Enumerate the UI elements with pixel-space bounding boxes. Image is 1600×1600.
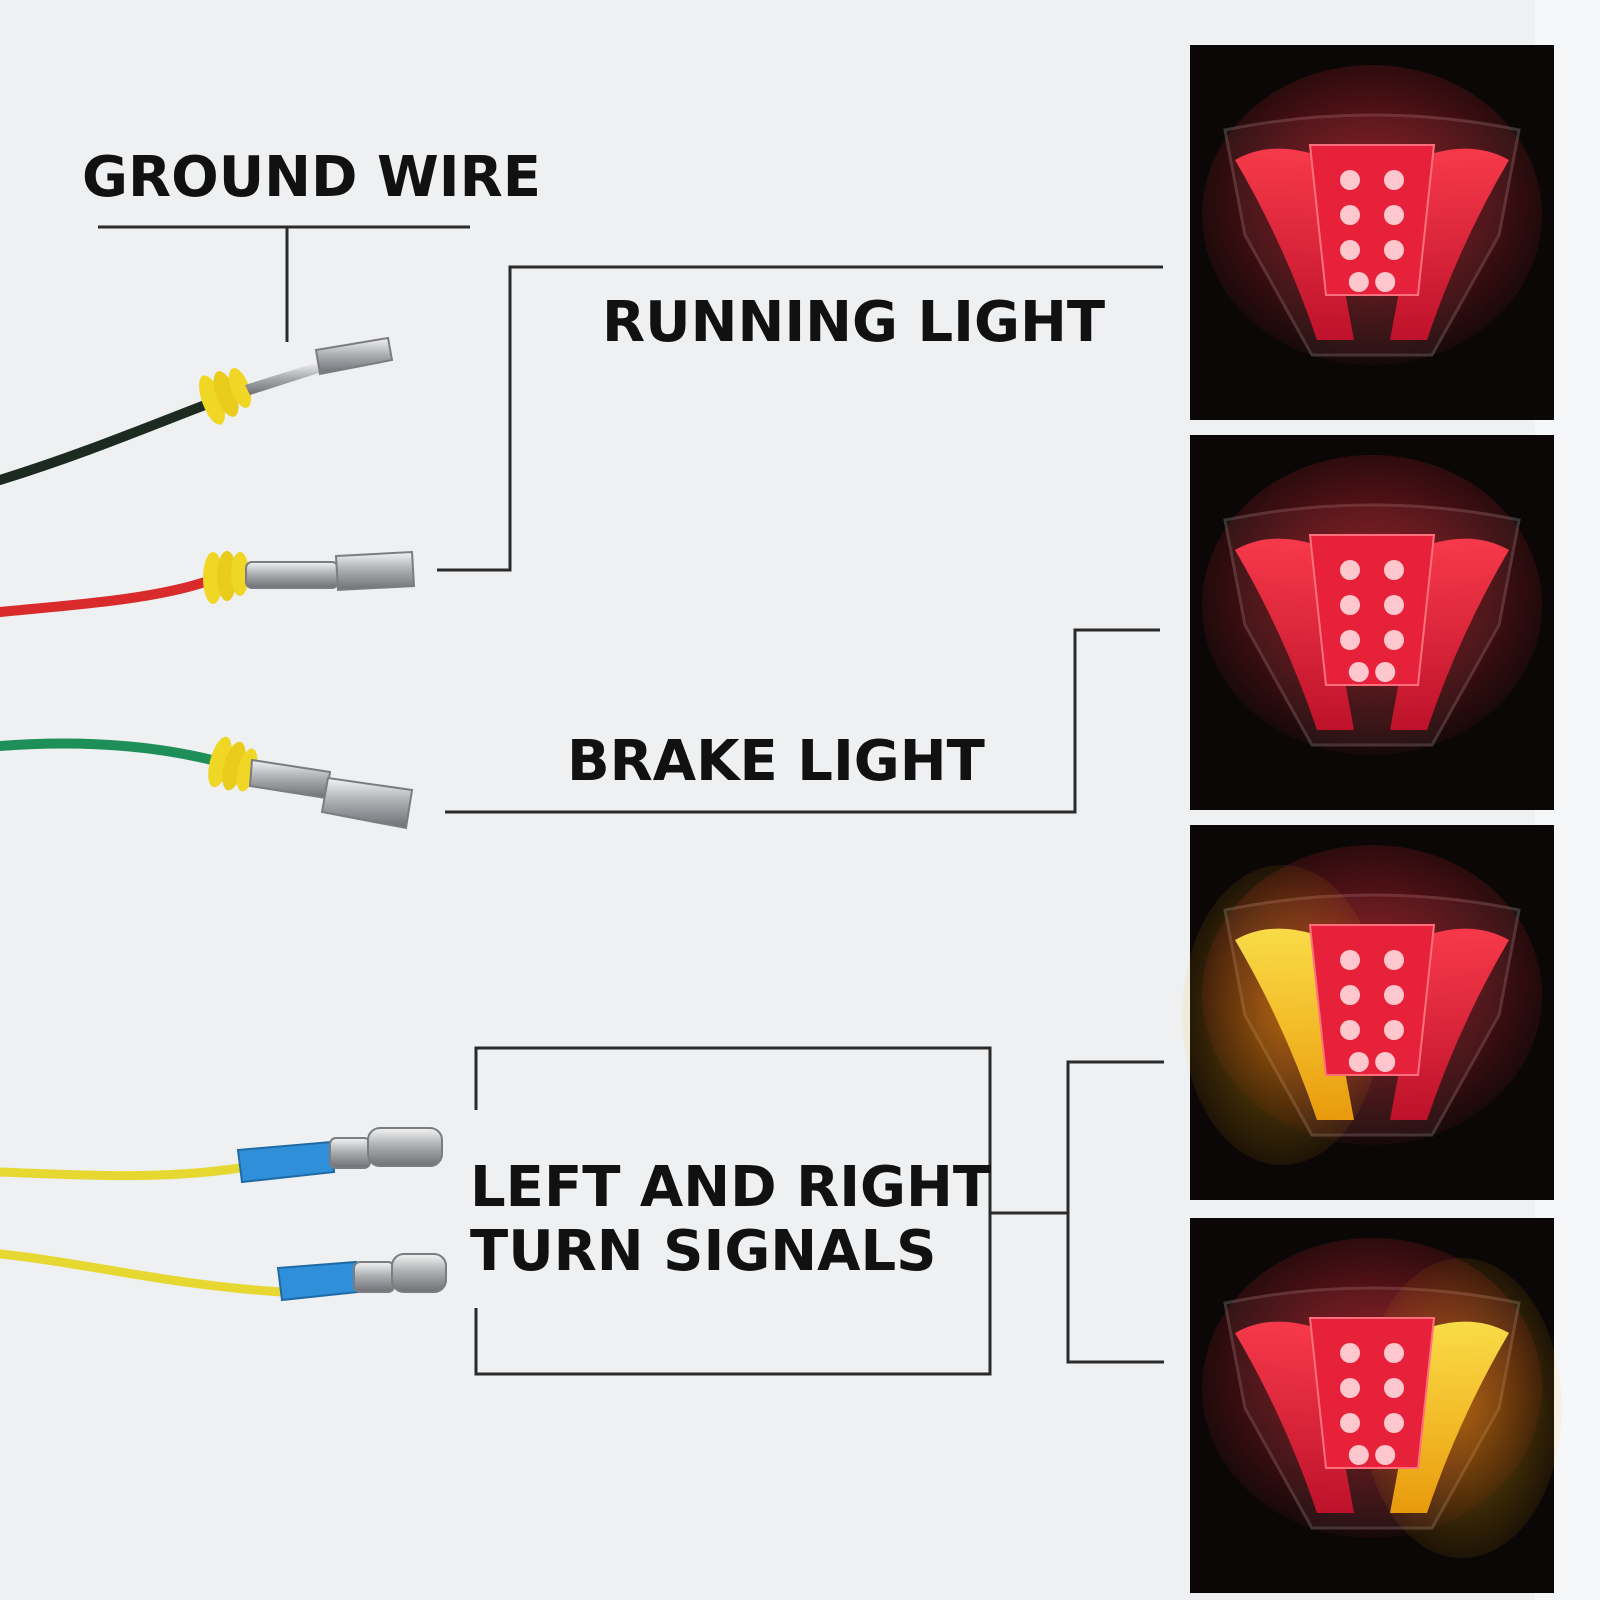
ground-wire-crimp [245,362,322,395]
led-dot [1340,205,1360,225]
tail-light-panel-running [1190,45,1554,420]
turn-wire-right-sleeve [276,1260,360,1302]
turn-wire-left [0,1127,443,1184]
led-dot [1384,560,1404,580]
ground-wire [0,336,394,485]
led-dot [1340,950,1360,970]
center-led-cluster [1308,924,1436,1076]
ground-wire-seal [199,368,252,425]
turn-signals-label-line2: TURN SIGNALS [470,1219,937,1284]
led-dot [1348,662,1369,682]
running-light-label: RUNNING LIGHT [602,290,1106,355]
brake-leader-line [445,628,1160,814]
brake-wire-crimp [248,758,332,800]
turn-bracket [474,1046,1164,1376]
running-wire [0,550,416,617]
led-dot [1384,985,1404,1005]
led-dot [1340,1378,1360,1398]
led-dot [1375,1052,1396,1072]
led-dot [1340,170,1360,190]
led-dot [1384,170,1404,190]
led-dot [1340,560,1360,580]
running-wire-terminal [334,550,416,592]
tail-light-panel-left-turn [1182,825,1554,1200]
led-dot [1375,662,1396,682]
turn-signals-label-line1: LEFT AND RIGHT [470,1155,992,1220]
led-dot [1384,1378,1404,1398]
turn-signals-label: LEFT AND RIGHT TURN SIGNALS [470,1156,991,1284]
turn-wire-right-terminal [391,1253,447,1293]
led-dot [1375,272,1396,292]
turn-wire-left-terminal [367,1127,443,1167]
led-dot [1340,1343,1360,1363]
led-dot [1340,1413,1360,1433]
running-wire-crimp [245,561,339,589]
brake-wire-seal [208,736,258,792]
led-dot [1340,1020,1360,1040]
led-dot [1340,595,1360,615]
led-dot [1384,1343,1404,1363]
led-dot [1384,205,1404,225]
led-dot [1375,1445,1396,1465]
running-leader-line [437,265,1163,572]
led-dot [1348,1052,1369,1072]
tail-light-panel-right-turn [1190,1218,1562,1593]
brake-wire [0,736,414,830]
led-dot [1340,985,1360,1005]
brake-wire-terminal [320,776,414,830]
ground-wire-terminal [314,336,394,376]
center-led-cluster [1308,1317,1436,1469]
brake-light-label: BRAKE LIGHT [567,729,985,794]
ground-leader-line [98,225,470,342]
led-dot [1340,630,1360,650]
led-dot [1348,272,1369,292]
led-dot [1348,1445,1369,1465]
led-dot [1384,950,1404,970]
led-dot [1384,240,1404,260]
center-led-cluster [1308,534,1436,686]
center-led-cluster [1308,144,1436,296]
turn-wire-left-sleeve [236,1140,336,1184]
led-dot [1384,1413,1404,1433]
led-dot [1384,630,1404,650]
running-wire-seal [203,551,249,604]
ground-wire-label: GROUND WIRE [82,145,541,210]
tail-light-panel-brake [1190,435,1554,810]
led-dot [1384,595,1404,615]
led-dot [1384,1020,1404,1040]
turn-wire-right [0,1249,447,1302]
led-dot [1340,240,1360,260]
